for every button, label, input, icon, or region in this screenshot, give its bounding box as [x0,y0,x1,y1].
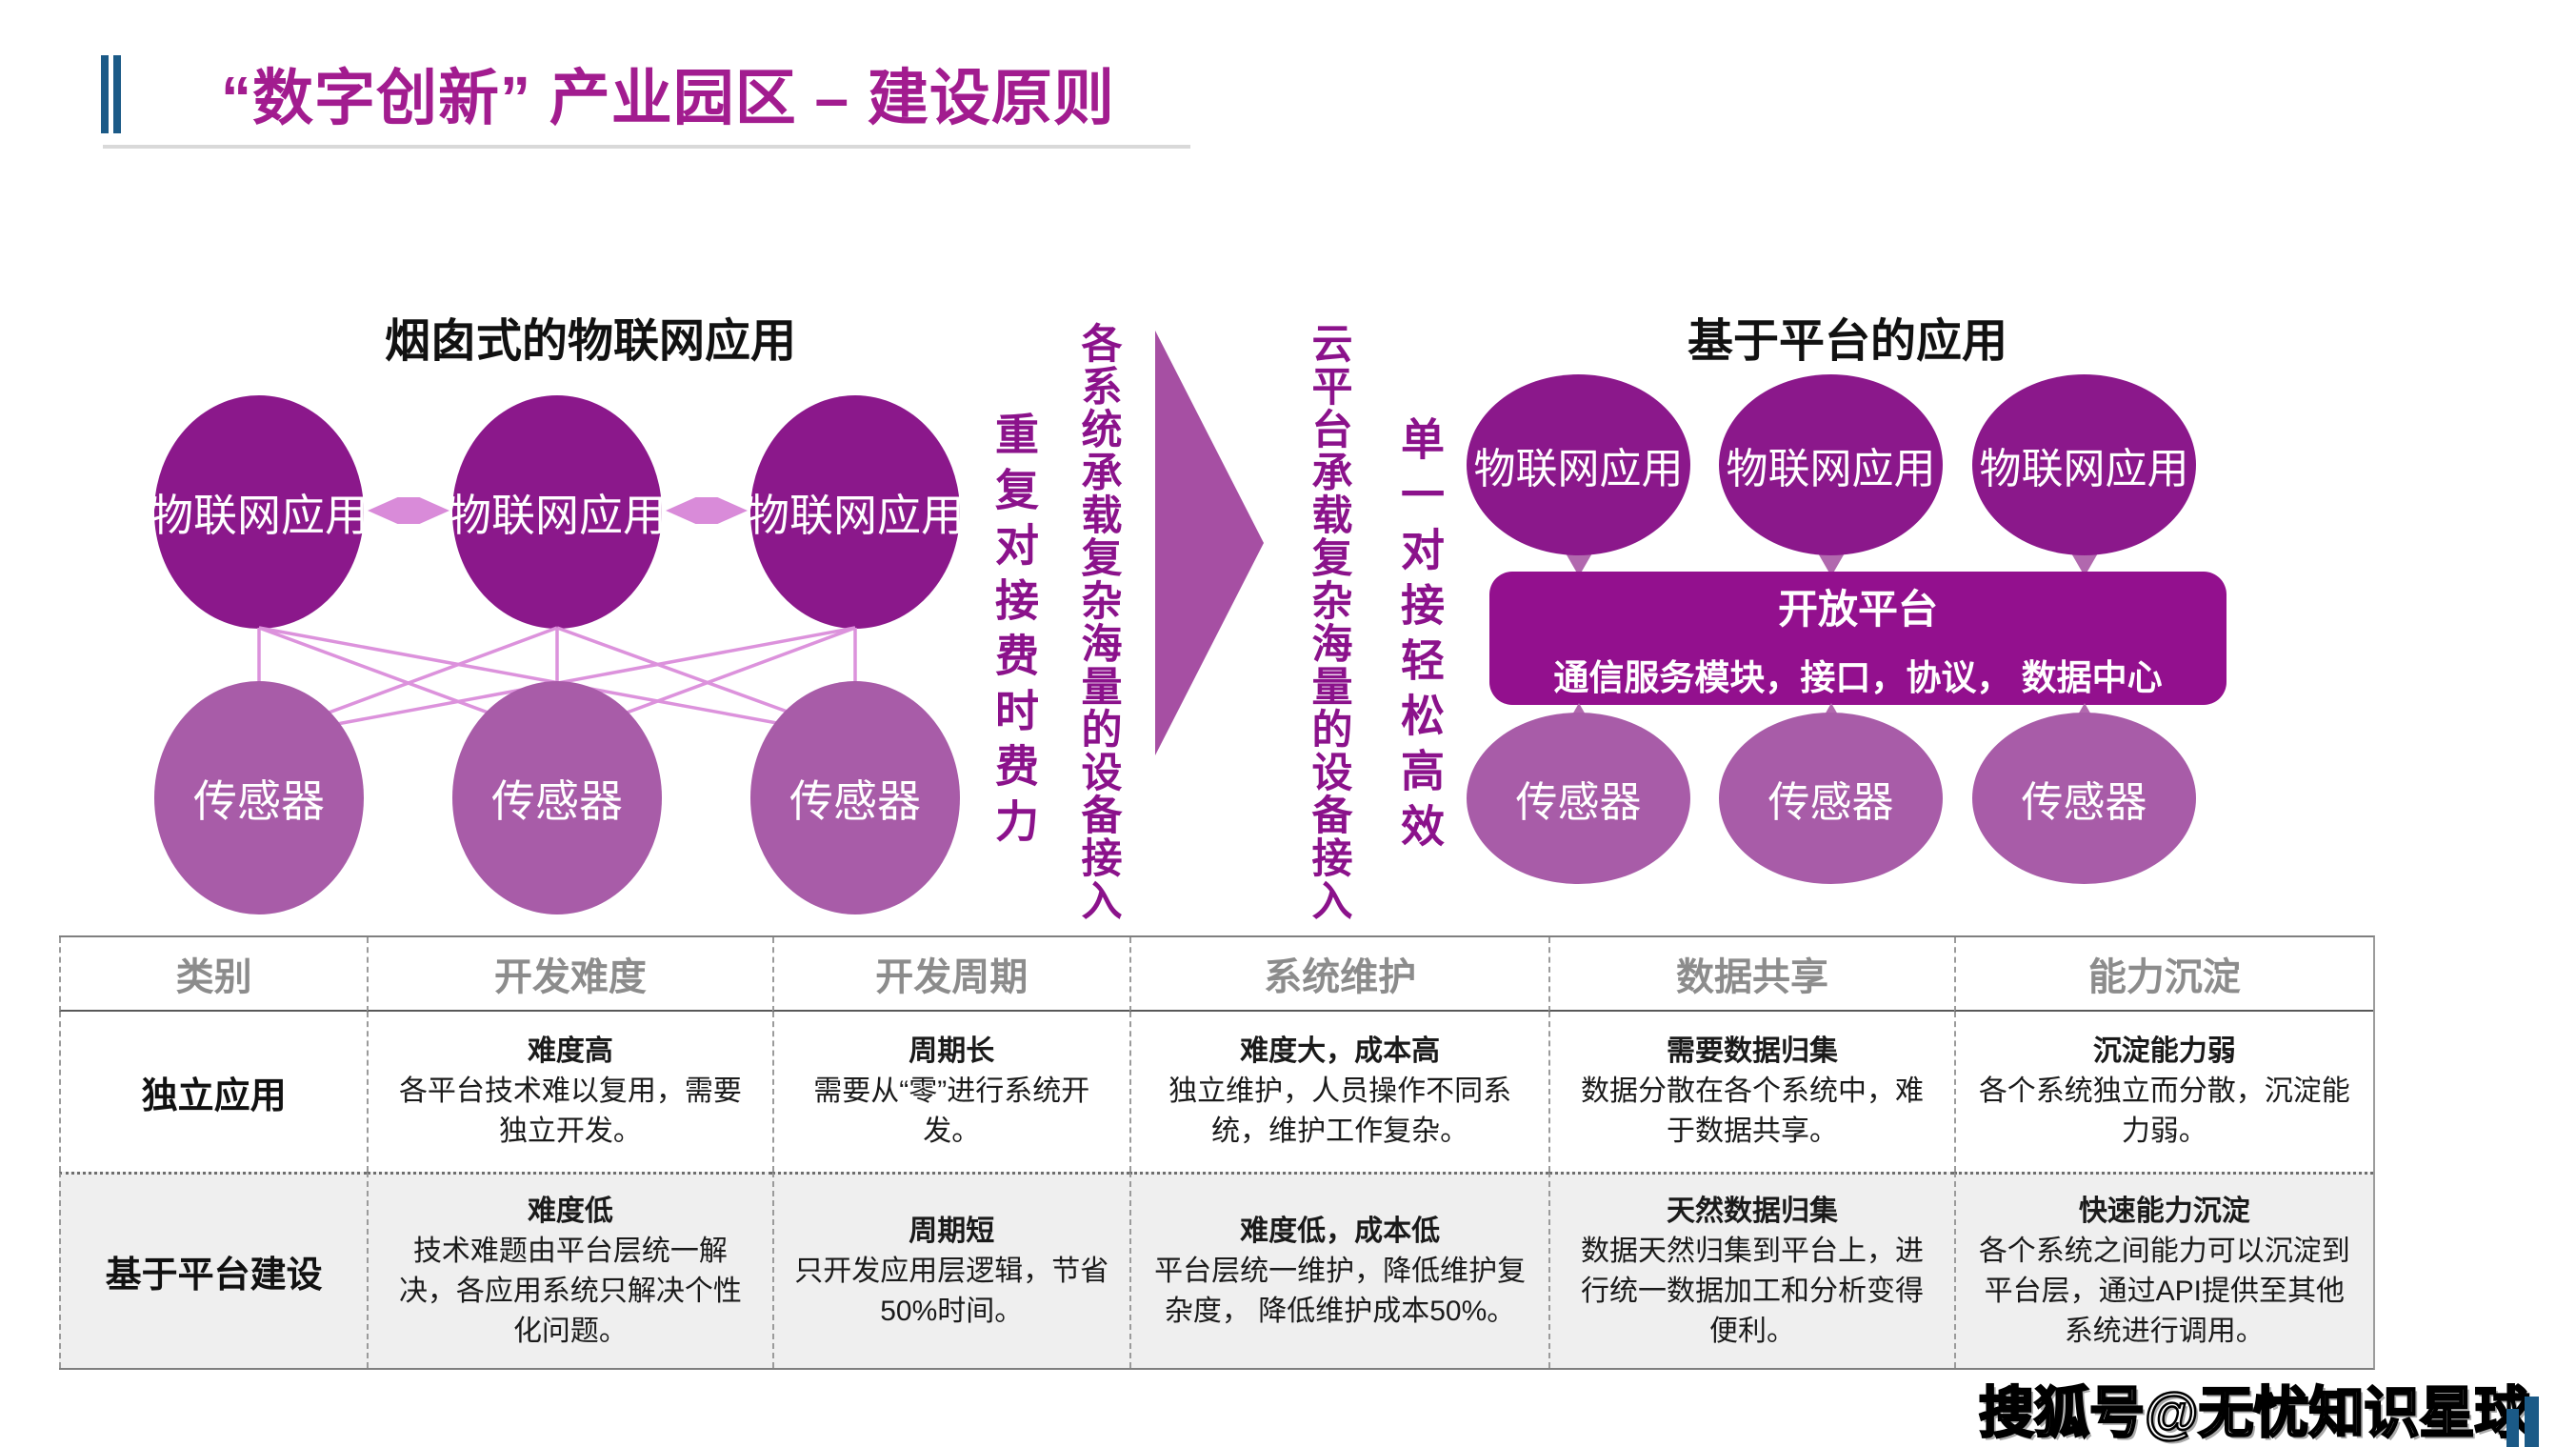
platform-title: 开放平台 [1777,586,1938,632]
cell-desc: 数据天然归集到平台上，进行统一数据加工和分析变得便利。 [1580,1235,1924,1347]
open-platform-box: 开放平台 通信服务模块，接口，协议， 数据中心 [1489,572,2227,705]
cell-desc: 各平台技术难以复用，需要独立开发。 [398,1075,742,1147]
transition-arrow [1155,331,1264,755]
table-cell: 快速能力沉淀 各个系统之间能力可以沉淀到平台层，通过API提供至其他系统进行调用… [1953,1172,2373,1368]
sensor-node: 传感器 [452,681,662,914]
iot-app-node: 物联网应用 [150,395,369,629]
double-arrow-icon [666,497,748,524]
iot-app-balloon: 物联网应用 [1719,374,1943,576]
node-label: 传感器 [789,775,921,826]
page-title: “数字创新” 产业园区 – 建设原则 [221,64,1115,132]
iot-app-balloon: 物联网应用 [1467,374,1690,576]
accent-bar [113,55,121,133]
cell-title: 难度高 [527,1035,613,1067]
cell-title: 沉淀能力弱 [2092,1035,2236,1067]
sensor-balloon: 传感器 [1719,703,1943,894]
left-diagram-title: 烟囱式的物联网应用 [384,316,796,367]
node-label: 物联网应用 [1473,446,1684,492]
iot-app-node: 物联网应用 [746,395,965,629]
cell-desc: 各个系统之间能力可以沉淀到平台层，通过API提供至其他系统进行调用。 [1978,1235,2350,1347]
caption-right-outer: 单一对接轻松高效 [1395,416,1445,858]
row-label: 独立应用 [59,1012,367,1172]
cell-desc: 数据分散在各个系统中，难于数据共享。 [1580,1075,1924,1147]
sensor-balloon: 传感器 [1467,703,1690,894]
table-cell: 天然数据归集 数据天然归集到平台上，进行统一数据加工和分析变得便利。 [1548,1172,1954,1368]
table-cell: 难度高 各平台技术难以复用，需要独立开发。 [367,1012,771,1172]
cell-desc: 只开发应用层逻辑，节省50%时间。 [794,1255,1109,1327]
node-label: 物联网应用 [150,490,369,540]
col-header: 系统维护 [1128,937,1549,1012]
iot-app-node: 物联网应用 [448,395,667,629]
cell-title: 难度低 [527,1195,613,1227]
cell-desc: 技术难题由平台层统一解决，各应用系统只解决个性化问题。 [398,1235,742,1347]
cell-title: 快速能力沉淀 [2078,1195,2250,1227]
accent-bar [2506,1409,2519,1447]
node-label: 物联网应用 [1979,446,2189,492]
node-label: 传感器 [491,775,623,826]
table-cell: 难度大，成本高 独立维护，人员操作不同系统，维护工作复杂。 [1128,1012,1548,1172]
cell-title: 需要数据归集 [1666,1035,1838,1067]
node-label: 物联网应用 [448,490,667,540]
watermark: 搜狐号@无忧知识星球 [1978,1381,2531,1446]
accent-bar [101,55,109,133]
cell-desc: 独立维护，人员操作不同系统，维护工作复杂。 [1168,1075,1512,1147]
node-label: 传感器 [1515,779,1642,826]
caption-left-outer: 重复对接费时费力 [989,412,1039,854]
table-cell: 难度低，成本低 平台层统一维护，降低维护复杂度， 降低维护成本50%。 [1128,1172,1549,1368]
row-label: 基于平台建设 [59,1172,368,1368]
table-cell: 周期短 只开发应用层逻辑，节省50%时间。 [771,1172,1129,1368]
cell-title: 难度低，成本低 [1240,1215,1441,1247]
cell-desc: 各个系统独立而分散，沉淀能力弱。 [1978,1075,2350,1147]
col-header: 能力沉淀 [1953,937,2373,1012]
corner-accent-bars [2506,1397,2545,1447]
right-diagram-title: 基于平台的应用 [1687,316,2007,367]
cell-desc: 平台层统一维护，降低维护复杂度， 降低维护成本50%。 [1154,1255,1527,1327]
iot-app-balloon: 物联网应用 [1972,374,2196,576]
sensor-node: 传感器 [154,681,364,914]
platform-subtitle: 通信服务模块，接口，协议， 数据中心 [1553,657,2163,697]
accent-bar [2525,1397,2539,1447]
cell-title: 难度大，成本高 [1240,1035,1441,1067]
col-header: 开发周期 [771,937,1129,1012]
cell-title: 天然数据归集 [1666,1195,1838,1227]
sensor-balloon: 传感器 [1972,703,2196,894]
sensor-node: 传感器 [750,681,960,914]
cell-title: 周期短 [909,1215,995,1247]
cell-title: 周期长 [909,1035,995,1067]
table-cell: 难度低 技术难题由平台层统一解决，各应用系统只解决个性化问题。 [367,1172,772,1368]
node-label: 物联网应用 [746,490,965,540]
col-header: 开发难度 [367,937,772,1012]
node-label: 物联网应用 [1726,446,1936,492]
col-header: 类别 [59,937,368,1012]
table-cell: 沉淀能力弱 各个系统独立而分散，沉淀能力弱。 [1953,1012,2373,1172]
cell-desc: 需要从“零”进行系统开发。 [813,1075,1090,1147]
table-cell: 需要数据归集 数据分散在各个系统中，难于数据共享。 [1548,1012,1953,1172]
node-label: 传感器 [1767,779,1894,826]
caption-left-inner: 各系统承载复杂海量的设备接入 [1075,322,1121,922]
title-underline [103,145,1190,149]
comparison-table: 类别 开发难度 开发周期 系统维护 数据共享 能力沉淀 独立应用 难度高 各平台… [59,935,2375,1370]
node-label: 传感器 [2021,779,2147,826]
col-header: 数据共享 [1548,937,1954,1012]
node-label: 传感器 [193,775,325,826]
title-accent-bars [101,55,122,133]
caption-right-inner: 云平台承载复杂海量的设备接入 [1306,322,1351,922]
table-cell: 周期长 需要从“零”进行系统开发。 [771,1012,1129,1172]
double-arrow-icon [368,497,449,524]
